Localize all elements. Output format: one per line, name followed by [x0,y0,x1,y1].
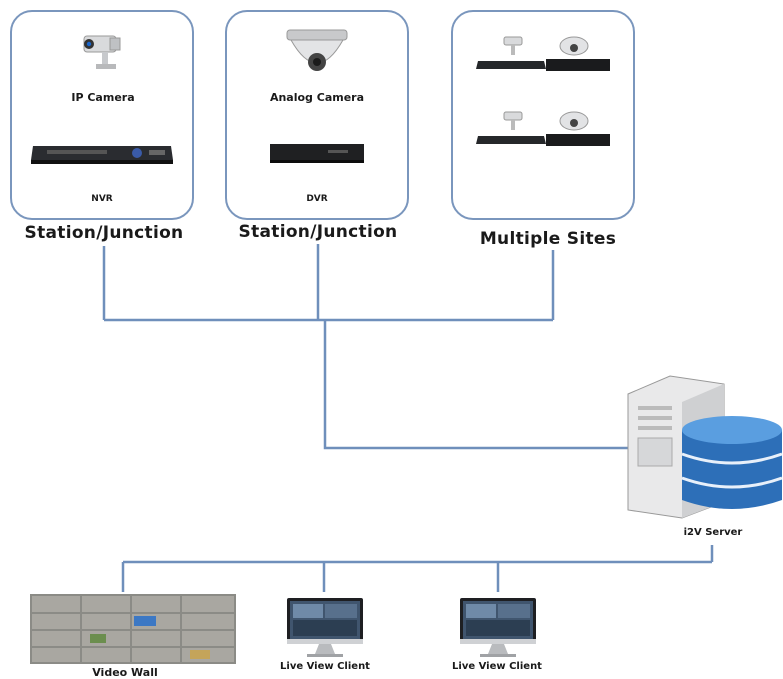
panel2-caption: Station/Junction [238,222,398,242]
dome-camera-icon [286,29,348,71]
server-database-icon [627,375,783,519]
monitor-icon [287,598,363,657]
video-wall-icon [30,594,236,664]
nvr-label: NVR [91,194,113,204]
panel3-caption: Multiple Sites [479,229,617,249]
site-group-2-icon [476,111,610,146]
panel-multiple-sites [451,10,635,220]
video-wall-label: Video Wall [92,666,158,679]
dvr-label: DVR [306,194,328,204]
server-label: i2V Server [683,527,743,538]
analog-camera-label: Analog Camera [269,91,365,104]
panel1-caption: Station/Junction [24,223,184,243]
ip-camera-icon [83,35,121,69]
line-to-server [323,320,630,450]
live-view-client-2-label: Live View Client [452,661,542,672]
site-group-1-icon [476,36,610,71]
ip-camera-label: IP Camera [71,91,135,104]
monitor-icon [460,598,536,657]
dvr-icon [270,144,364,163]
live-view-client-1-label: Live View Client [280,661,370,672]
nvr-icon [31,146,173,164]
